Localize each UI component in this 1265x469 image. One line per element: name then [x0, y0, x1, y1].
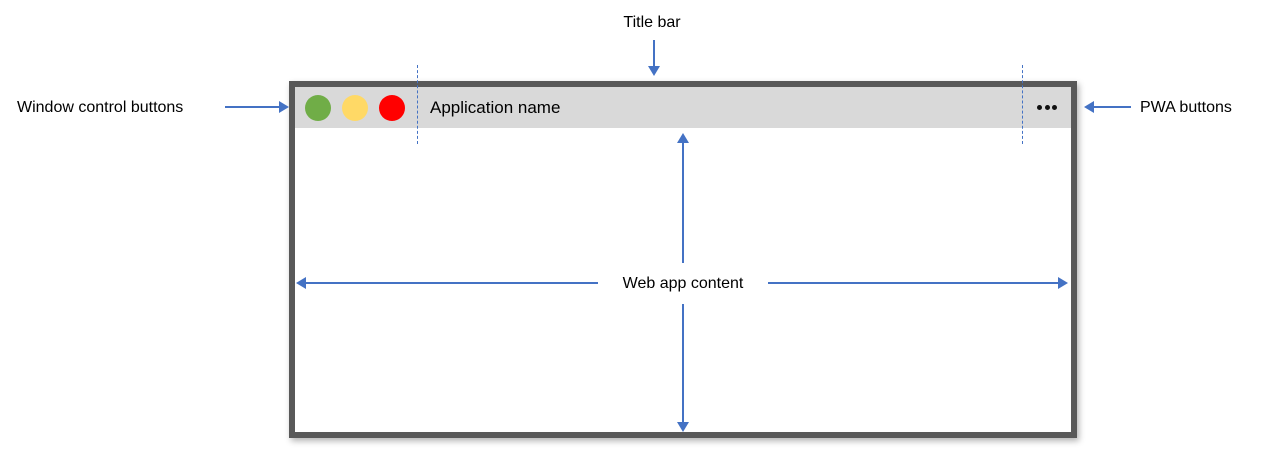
application-name-text: Application name: [430, 97, 561, 117]
window-control-button-yellow[interactable]: [342, 94, 368, 121]
arrow-line: [1094, 106, 1131, 108]
title-bar: Application name: [295, 87, 1071, 128]
arrow-line: [682, 143, 684, 263]
arrow-line: [653, 40, 655, 67]
arrow-line: [768, 282, 1059, 284]
arrowhead-up-icon: [677, 133, 689, 143]
pwa-menu-button[interactable]: [1037, 105, 1057, 110]
arrow-line: [682, 304, 684, 423]
window-control-button-green[interactable]: [305, 94, 331, 121]
arrowhead-left-icon: [1084, 101, 1094, 113]
window-controls-label: Window control buttons: [17, 99, 184, 116]
pwa-buttons-label: PWA buttons: [1140, 99, 1232, 116]
window-control-buttons: [305, 94, 405, 121]
arrowhead-left-icon: [296, 277, 306, 289]
arrowhead-down-icon: [677, 422, 689, 432]
arrowhead-right-icon: [279, 101, 289, 113]
title-bar-label: Title bar: [623, 14, 681, 31]
web-app-content-label: Web app content: [622, 275, 744, 292]
arrow-line: [225, 106, 280, 108]
ellipsis-icon: [1052, 105, 1057, 110]
ellipsis-icon: [1044, 105, 1050, 110]
arrowhead-right-icon: [1058, 277, 1068, 289]
titlebar-left-guide-line: [417, 65, 418, 144]
arrow-line: [306, 282, 598, 284]
ellipsis-icon: [1037, 105, 1042, 110]
window-control-button-red[interactable]: [379, 94, 405, 121]
arrowhead-down-icon: [648, 66, 660, 76]
titlebar-right-guide-line: [1022, 65, 1023, 144]
